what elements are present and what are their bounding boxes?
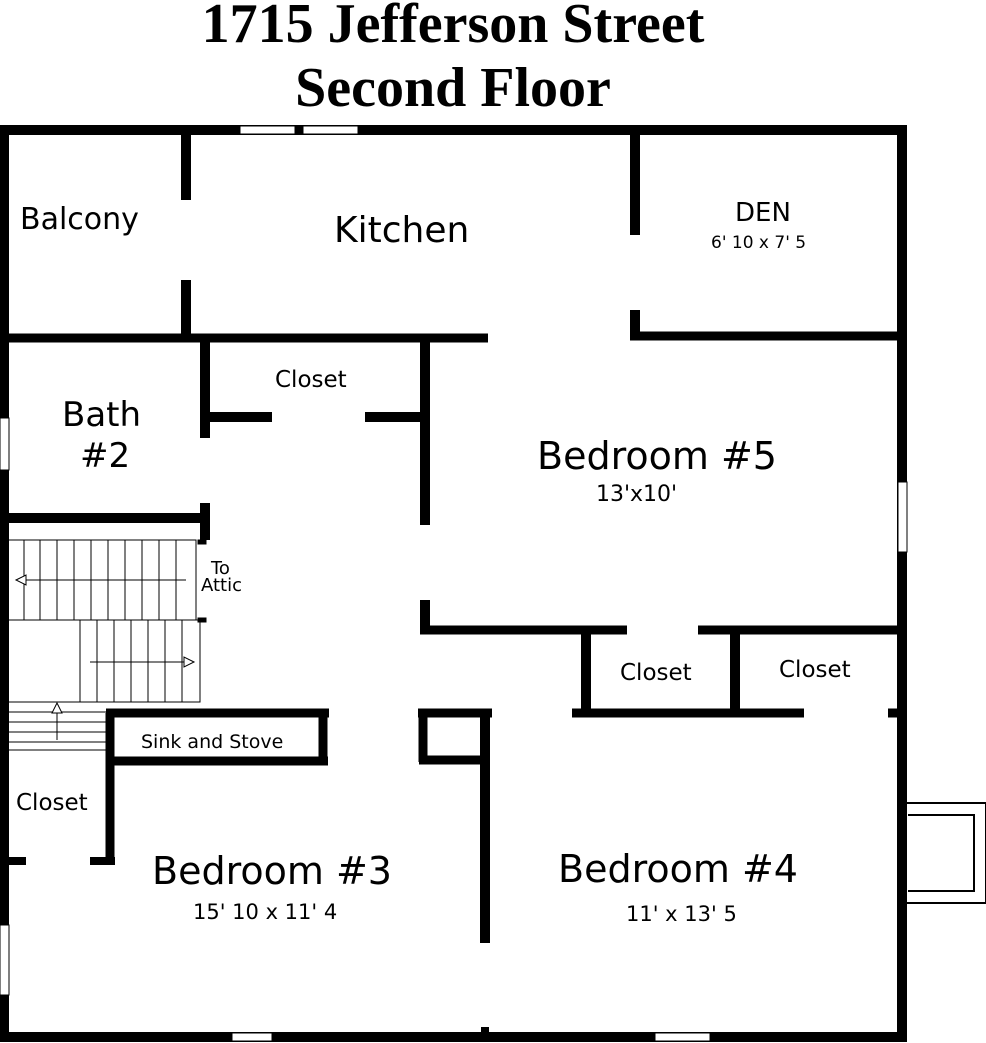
window-bottom-bedroom4 — [654, 1032, 711, 1042]
window-top-2 — [302, 125, 359, 135]
room-size-bedroom3: 15' 10 x 11' 4 — [193, 900, 338, 924]
walls — [0, 125, 907, 1042]
room-label-bedroom5: Bedroom #5 — [537, 434, 777, 478]
stairs-label-to: To — [211, 558, 230, 579]
window-top-1 — [239, 125, 296, 135]
room-label-den: DEN — [735, 198, 791, 228]
stairs-label-attic: Attic — [201, 575, 243, 596]
window-left-bedroom3 — [0, 924, 10, 996]
room-label-closet-mid-left: Closet — [620, 660, 692, 686]
room-label-bedroom3: Bedroom #3 — [152, 849, 392, 893]
room-label-bedroom4: Bedroom #4 — [558, 847, 798, 891]
stair-flight-lower — [79, 619, 201, 703]
plan-title-floor: Second Floor — [295, 57, 611, 119]
stair-arrow-left-head — [14, 574, 27, 586]
room-label-bath: Bath — [62, 395, 142, 435]
stair-arrow-right-head — [183, 656, 196, 668]
room-label-bath-number: #2 — [80, 436, 131, 476]
room-label-balcony: Balcony — [20, 202, 139, 237]
plan-title-address: 1715 Jefferson Street — [201, 0, 705, 55]
landing-arrow-head — [51, 701, 63, 714]
room-label-closet-upper: Closet — [275, 367, 347, 393]
stairs — [7, 539, 207, 751]
room-label-closet-lower-left: Closet — [16, 790, 88, 816]
room-label-closet-mid-right: Closet — [779, 657, 851, 683]
room-size-bedroom4: 11' x 13' 5 — [626, 902, 737, 926]
room-size-bedroom5: 13'x10' — [596, 482, 678, 507]
window-left-bath — [0, 417, 10, 471]
stair-rail-stub — [197, 539, 207, 545]
label-sink-and-stove: Sink and Stove — [141, 731, 284, 753]
room-label-kitchen: Kitchen — [334, 210, 470, 251]
window-bottom-bedroom3 — [231, 1032, 273, 1042]
room-size-den: 6' 10 x 7' 5 — [711, 233, 807, 253]
bay-window — [906, 802, 986, 904]
windows — [0, 125, 908, 1042]
stair-treads-lower — [96, 620, 183, 702]
window-right-bedroom5 — [897, 481, 908, 553]
